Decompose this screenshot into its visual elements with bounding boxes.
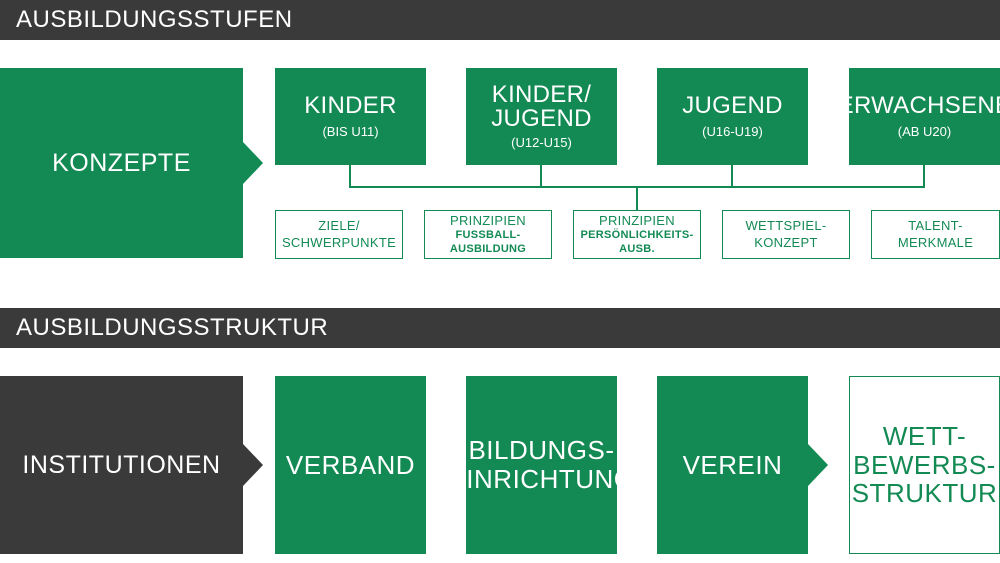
institution-verband: VERBAND [275, 376, 426, 554]
wettbewerbsstruktur-label: WETT- BEWERBS- STRUKTUR [851, 421, 998, 509]
connector-line [540, 165, 542, 187]
arrow-right-icon [243, 142, 263, 184]
concept-line: MERKMALE [897, 234, 974, 250]
concept-talent: TALENT- MERKMALE [871, 210, 1000, 259]
concept-line: ZIELE/ [318, 218, 360, 234]
institution-verein: VEREIN [657, 376, 808, 554]
stage-subtitle: (BIS U11) [322, 124, 379, 139]
konzepte-label: KONZEPTE [52, 148, 191, 177]
stage-title: JUGEND [682, 92, 783, 119]
stage-subtitle: (U16-U19) [702, 124, 763, 139]
stage-erwachsene: ERWACHSENE (AB U20) [838, 68, 1000, 165]
section-header-ausbildungsstruktur: AUSBILDUNGSSTRUKTUR [0, 308, 1000, 348]
konzepte-block: KONZEPTE [0, 68, 243, 258]
institution-bildungseinrichtung: BILDUNGS- EINRICHTUNG [448, 376, 634, 554]
wettbewerbsstruktur-block: WETT- BEWERBS- STRUKTUR [849, 376, 1000, 554]
section-header-ausbildungsstufen: AUSBILDUNGSSTUFEN [0, 0, 1000, 40]
connector-line [636, 186, 638, 210]
stage-kinder-jugend: KINDER/ JUGEND (U12-U15) [466, 68, 617, 165]
connector-line [731, 165, 733, 187]
concept-prinzipien-fussball: PRINZIPIEN FUSSBALL-AUSBILDUNG [424, 210, 552, 259]
concept-line: PRINZIPIEN [450, 212, 526, 228]
stage-subtitle: (U12-U15) [511, 135, 572, 150]
concept-line: WETTSPIEL- [745, 218, 827, 234]
stage-title: KINDER [304, 92, 397, 119]
concept-line: KONZEPT [754, 234, 818, 250]
concept-wettspiel: WETTSPIEL- KONZEPT [722, 210, 850, 259]
connector-line [923, 165, 925, 187]
concept-line: SCHWERPUNKTE [281, 234, 397, 250]
stage-jugend: JUGEND (U16-U19) [657, 68, 808, 165]
institution-label: BILDUNGS- EINRICHTUNG [448, 435, 635, 494]
institution-label: VERBAND [285, 449, 416, 480]
arrow-right-icon [808, 444, 828, 486]
section-header-label: AUSBILDUNGSSTUFEN [16, 6, 293, 33]
concept-line: TALENT- [908, 218, 963, 234]
arrow-right-icon [243, 444, 263, 486]
concept-ziele: ZIELE/ SCHWERPUNKTE [275, 210, 403, 259]
institutionen-block: INSTITUTIONEN [0, 376, 243, 554]
section-header-label: AUSBILDUNGSSTRUKTUR [16, 314, 329, 341]
institution-label: VEREIN [682, 449, 783, 480]
concept-prinzipien-persoenlichkeit: PRINZIPIEN PERSÖNLICHKEITS-AUSB. [573, 210, 701, 259]
connector-line [349, 165, 351, 187]
stage-kinder: KINDER (BIS U11) [275, 68, 426, 165]
stage-subtitle: (AB U20) [897, 124, 952, 139]
stage-title: KINDER/ JUGEND [491, 81, 592, 132]
concept-line: PRINZIPIEN [599, 212, 675, 228]
concept-line: PERSÖNLICHKEITS-AUSB. [580, 228, 694, 255]
concept-line: FUSSBALL-AUSBILDUNG [449, 228, 527, 255]
institutionen-label: INSTITUTIONEN [22, 450, 221, 479]
stage-title: ERWACHSENE [837, 92, 1000, 119]
